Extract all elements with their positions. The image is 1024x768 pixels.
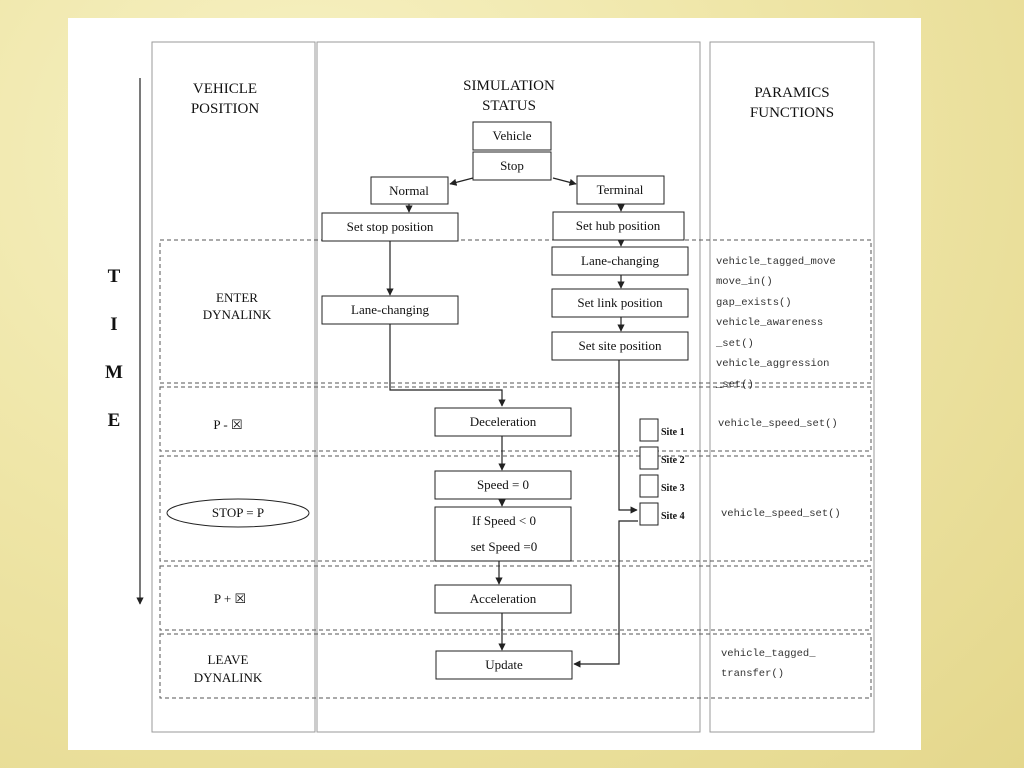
slide: T I M E VEHICLE POSITION SIMULATION STAT…	[68, 18, 921, 750]
lane-changing-right-label: Lane-changing	[581, 253, 659, 268]
terminal-label: Terminal	[597, 182, 644, 197]
band-p-plus	[159, 565, 872, 631]
phase-p-plus: P + ☒	[214, 591, 246, 606]
site-2-label: Site 2	[661, 455, 685, 466]
header-paramics-line1: PARAMICS	[754, 85, 829, 101]
lane-changing-left-box: Lane-changing	[321, 295, 459, 325]
header-simulation-line1: SIMULATION	[463, 78, 555, 94]
fn-enter-5: vehicle_aggression	[716, 358, 829, 370]
speed-zero-label: Speed = 0	[477, 477, 529, 492]
set-link-position-box: Set link position	[551, 288, 689, 318]
set-stop-position-label: Set stop position	[347, 219, 434, 234]
vehicle-label: Vehicle	[493, 128, 532, 143]
phase-leave-line1: LEAVE	[208, 652, 249, 667]
site-4: Site 4	[639, 502, 685, 526]
site-1: Site 1	[639, 418, 685, 442]
site-1-label: Site 1	[661, 427, 685, 438]
speed-zero-box: Speed = 0	[434, 470, 572, 500]
header-paramics-line2: FUNCTIONS	[750, 105, 834, 121]
lane-changing-left-label: Lane-changing	[351, 302, 429, 317]
fn-enter-0: vehicle_tagged_move	[716, 256, 836, 268]
update-label: Update	[485, 657, 523, 672]
stop-label: Stop	[500, 158, 524, 173]
time-letter-e: E	[108, 410, 121, 431]
set-link-position-label: Set link position	[577, 295, 663, 310]
set-stop-position-box: Set stop position	[321, 212, 459, 242]
fn-enter-3: vehicle_awareness	[716, 317, 823, 329]
update-box: Update	[435, 650, 573, 680]
deceleration-label: Deceleration	[470, 414, 537, 429]
set-site-position-box: Set site position	[551, 331, 689, 361]
fn-enter-2: gap_exists()	[716, 297, 792, 309]
band-leave-dynalink	[159, 633, 872, 699]
normal-label: Normal	[389, 183, 429, 198]
fn-decel-0: vehicle_speed_set()	[718, 418, 838, 430]
fn-leave-0: vehicle_tagged_	[721, 648, 816, 660]
site-4-label: Site 4	[661, 511, 685, 522]
phase-enter-line2: DYNALINK	[203, 307, 272, 322]
lane-changing-right-box: Lane-changing	[551, 246, 689, 276]
stop-ellipse	[166, 498, 310, 528]
vehicle-box: Vehicle	[472, 121, 552, 151]
if-speed-line1: If Speed < 0	[472, 513, 536, 528]
if-speed-line2: set Speed =0	[471, 539, 538, 554]
set-hub-position-label: Set hub position	[576, 218, 661, 233]
time-letter-m: M	[105, 362, 123, 383]
site-3: Site 3	[639, 474, 685, 498]
fn-enter-1: move_in()	[716, 276, 773, 288]
fn-enter-4: _set()	[715, 338, 754, 350]
phase-leave-line2: DYNALINK	[194, 670, 263, 685]
deceleration-box: Deceleration	[434, 407, 572, 437]
acceleration-label: Acceleration	[470, 591, 537, 606]
site-2: Site 2	[639, 446, 685, 470]
fn-stop-0: vehicle_speed_set()	[721, 508, 841, 520]
stop-box: Stop	[472, 151, 552, 181]
band-p-minus	[159, 386, 872, 452]
normal-box: Normal	[370, 176, 449, 205]
terminal-box: Terminal	[576, 175, 665, 205]
flow-diagram: T I M E VEHICLE POSITION SIMULATION STAT…	[105, 41, 875, 733]
header-vehicle-line1: VEHICLE	[193, 81, 257, 97]
site-3-label: Site 3	[661, 483, 685, 494]
phase-p-minus: P - ☒	[213, 417, 242, 432]
header-simulation-line2: STATUS	[482, 98, 536, 114]
fn-enter-6: _set()	[715, 379, 754, 391]
acceleration-box: Acceleration	[434, 584, 572, 614]
fn-leave-1: transfer()	[721, 668, 784, 680]
time-letter-i: I	[110, 314, 117, 335]
if-speed-box: If Speed < 0 set Speed =0	[434, 506, 572, 562]
phase-enter-line1: ENTER	[216, 290, 258, 305]
time-letter-t: T	[108, 266, 121, 287]
phase-stop: STOP = P	[212, 505, 264, 520]
set-site-position-label: Set site position	[578, 338, 662, 353]
set-hub-position-box: Set hub position	[552, 211, 685, 241]
header-vehicle-line2: POSITION	[191, 101, 260, 117]
